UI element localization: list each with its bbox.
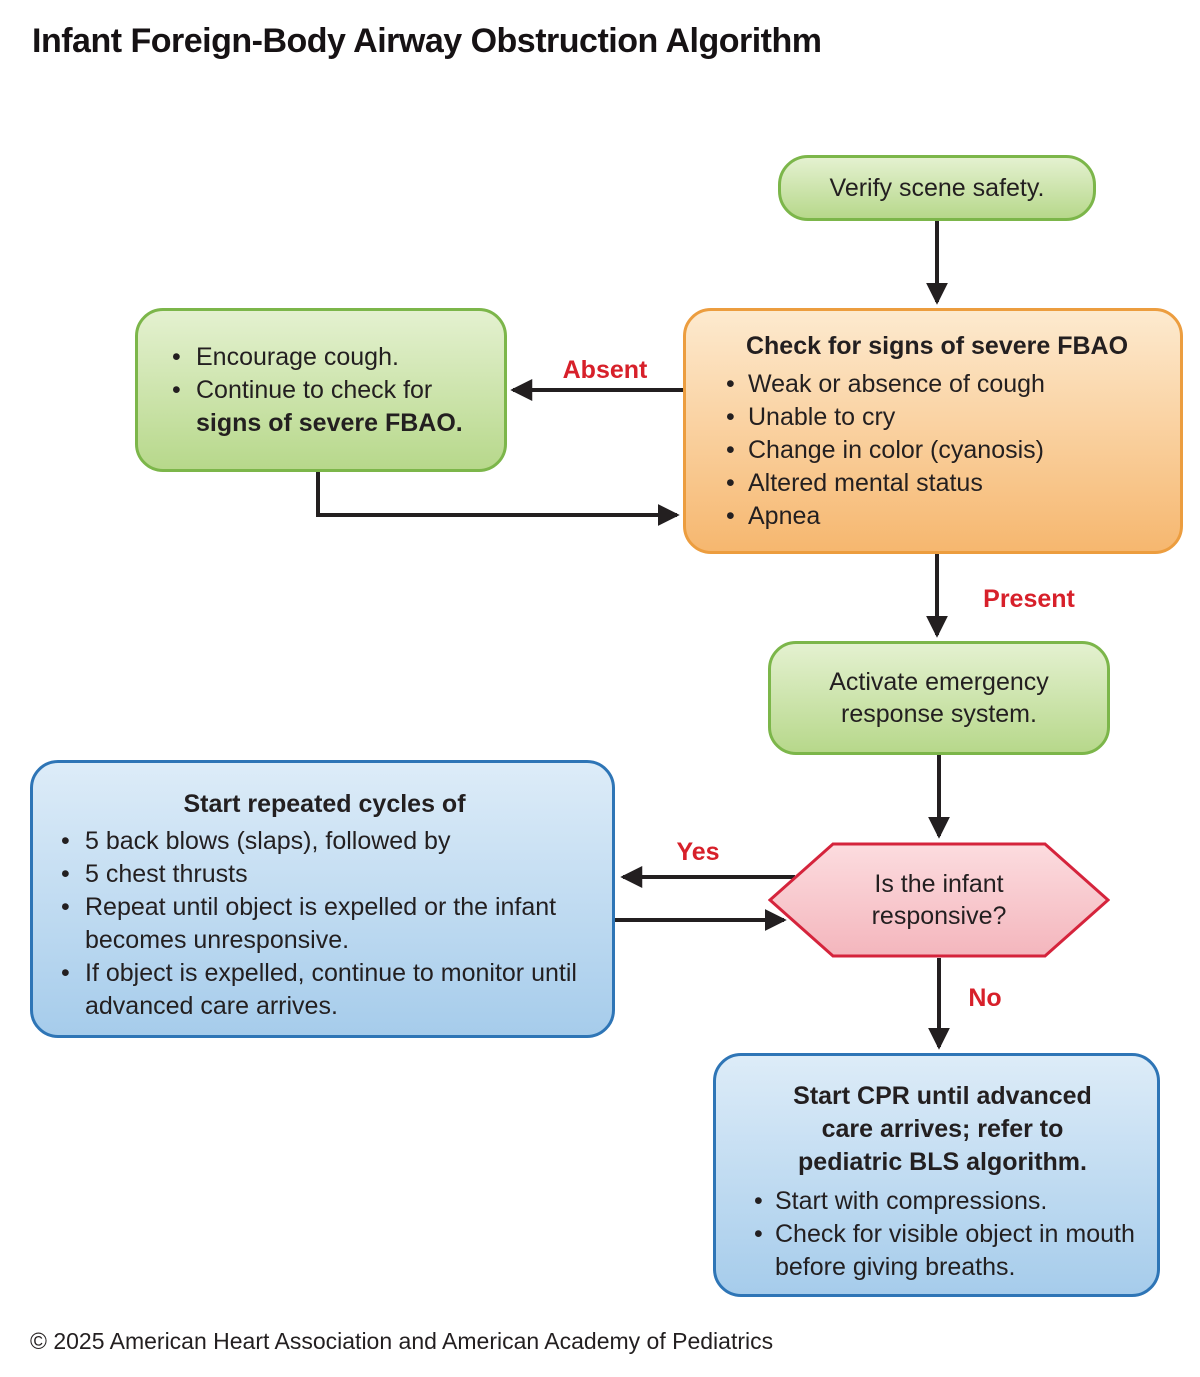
list-item: Unable to cry [710,401,1164,434]
responsive-decision-hexagon: Is the infant responsive? [768,842,1110,958]
cpr-title-line1: Start CPR until advanced [793,1082,1092,1110]
start-cpr-box: Start CPR until advanced care arrives; r… [713,1053,1160,1297]
hexagon-shape [768,842,1110,958]
list-item: Altered mental status [710,467,1164,500]
list-item: Weak or absence of cough [710,368,1164,401]
list-item: If object is expelled, continue to monit… [57,957,592,1023]
list-item: Encourage cough. [162,341,488,374]
activate-line2: response system. [841,700,1037,728]
encourage-cough-box: Encourage cough. Continue to check for s… [135,308,507,472]
list-item: Start with compressions. [744,1185,1141,1218]
check-severe-fbao-list: Weak or absence of cough Unable to cry C… [710,368,1164,533]
no-branch-label: No [968,984,1002,1012]
repeated-cycles-list: 5 back blows (slaps), followed by 5 ches… [57,825,592,1023]
list-item: 5 back blows (slaps), followed by [57,825,592,858]
page-title: Infant Foreign-Body Airway Obstruction A… [32,22,822,60]
list-item: Check for visible object in mouth before… [744,1218,1141,1284]
repeated-cycles-title: Start repeated cycles of [183,790,466,818]
check-severe-fbao-title: Check for signs of severe FBAO [745,332,1129,360]
list-item: Repeat until object is expelled or the i… [57,891,592,957]
activate-line1: Activate emergency [829,668,1049,696]
verify-scene-safety-box: Verify scene safety. [778,155,1096,221]
responsive-decision-text: Is the infant responsive? [768,842,1110,958]
list-item: Change in color (cyanosis) [710,434,1164,467]
encourage-normal-text: Continue to check for [196,375,433,404]
verify-scene-safety-text: Verify scene safety. [829,173,1045,202]
copyright-text: © 2025 American Heart Association and Am… [30,1328,774,1354]
cpr-title-line3: pediatric BLS algorithm. [798,1148,1087,1176]
start-cpr-title: Start CPR until advanced care arrives; r… [744,1080,1141,1179]
cpr-title-line2: care arrives; refer to [821,1115,1064,1143]
yes-branch-label: Yes [676,838,720,866]
repeated-cycles-box: Start repeated cycles of 5 back blows (s… [30,760,615,1038]
list-item: 5 chest thrusts [57,858,592,891]
absent-branch-label: Absent [562,356,648,384]
list-item: Continue to check for signs of severe FB… [162,374,488,440]
activate-emergency-box: Activate emergency response system. [768,641,1110,755]
present-branch-label: Present [983,585,1075,613]
start-cpr-list: Start with compressions. Check for visib… [744,1185,1141,1284]
responsive-line2: responsive? [871,902,1007,930]
encourage-bold-text: signs of severe FBAO. [196,408,463,437]
arrow-encourage-to-check [316,472,680,526]
check-severe-fbao-box: Check for signs of severe FBAO Weak or a… [683,308,1183,554]
responsive-line1: Is the infant [874,870,1004,898]
encourage-cough-list: Encourage cough. Continue to check for s… [162,341,488,440]
list-item: Apnea [710,500,1164,533]
